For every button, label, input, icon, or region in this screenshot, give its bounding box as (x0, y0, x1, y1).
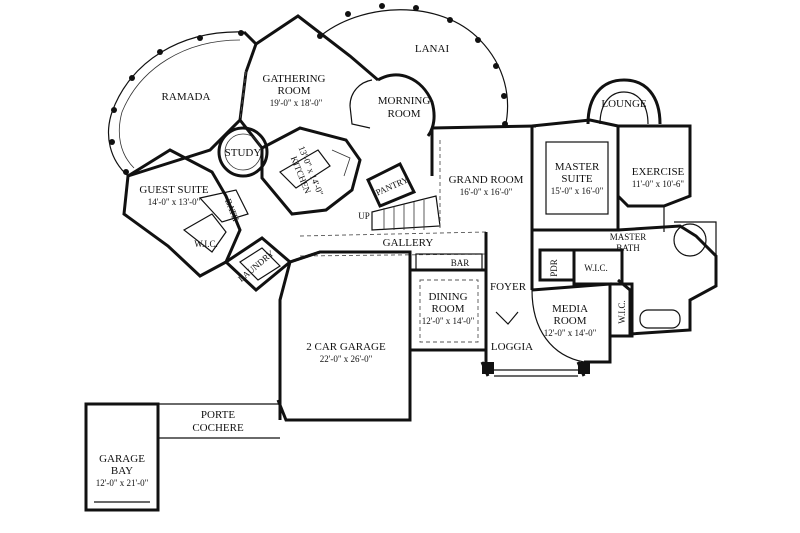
loggia-label: LOGGIA (491, 341, 533, 353)
foyer-loggia (480, 230, 590, 377)
master-suite-label-2: SUITE (561, 173, 592, 185)
bar (415, 253, 483, 271)
lanai-label: LANAI (415, 43, 450, 55)
master-suite-dim: 15'-0" x 16'-0" (551, 186, 604, 196)
exercise-label: EXERCISE (632, 166, 685, 178)
master-bath (617, 221, 718, 336)
gathering-room-label: GATHERING (263, 73, 326, 85)
media-room (531, 282, 612, 364)
dining-room-dim: 12'-0" x 14'-0" (422, 316, 475, 326)
porte-label: PORTE (201, 409, 235, 421)
lounge (586, 78, 662, 125)
gathering-room-label-2: ROOM (277, 85, 310, 97)
lanai-area (317, 3, 509, 129)
media-room-label-2: ROOM (553, 315, 586, 327)
garage-bay-label: GARAGE (99, 453, 145, 465)
kitchen (260, 126, 362, 216)
porte-cochere (158, 403, 280, 439)
exercise-dim: 11'-0" x 10'-6" (632, 179, 685, 189)
lounge-label: LOUNGE (601, 98, 646, 110)
grand-room-dim: 16'-0" x 16'-0" (460, 187, 513, 197)
foyer-label: FOYER (490, 281, 527, 293)
master-bath-label-2: BATH (616, 243, 640, 253)
media-room-label: MEDIA (552, 303, 588, 315)
pdr-label: PDR (549, 259, 559, 277)
bar-label: BAR (451, 258, 470, 268)
guest-suite-dim: 14'-0" x 13'-0" (148, 197, 201, 207)
morning-room-label-2: ROOM (387, 108, 420, 120)
garage-label: 2 CAR GARAGE (306, 341, 386, 353)
cochere-label: COCHERE (192, 422, 244, 434)
grand-room-label: GRAND ROOM (449, 174, 524, 186)
bath-label: BATH (223, 197, 241, 223)
grand-room (430, 124, 537, 230)
garage-bay-dim: 12'-0" x 21'-0" (96, 478, 149, 488)
garage-bay (84, 402, 160, 512)
wic-right-label: W.I.C. (617, 300, 627, 323)
two-car-garage (276, 250, 412, 422)
dining-room-label: DINING (428, 291, 467, 303)
master-bath-label: MASTER (610, 232, 647, 242)
ramada-label: RAMADA (162, 91, 211, 103)
wic-mid-label: W.I.C. (584, 263, 607, 273)
media-room-dim: 12'-0" x 14'-0" (544, 328, 597, 338)
up-label: UP (358, 211, 370, 221)
gathering-room-dim: 19'-0" x 18'-0" (270, 98, 323, 108)
dining-room-label-2: ROOM (431, 303, 464, 315)
gallery-label: GALLERY (383, 237, 434, 249)
pantry-label: PANTRY (374, 174, 410, 197)
morning-room-label: MORNING (378, 95, 431, 107)
study-label: STUDY (225, 147, 262, 159)
guest-suite-label: GUEST SUITE (139, 184, 208, 196)
garage-dim: 22'-0" x 26'-0" (320, 354, 373, 364)
garage-bay-label-2: BAY (111, 465, 133, 477)
wic-left-label: W.I.C. (194, 239, 217, 249)
master-suite-label: MASTER (555, 161, 600, 173)
guest-suite (122, 148, 249, 278)
